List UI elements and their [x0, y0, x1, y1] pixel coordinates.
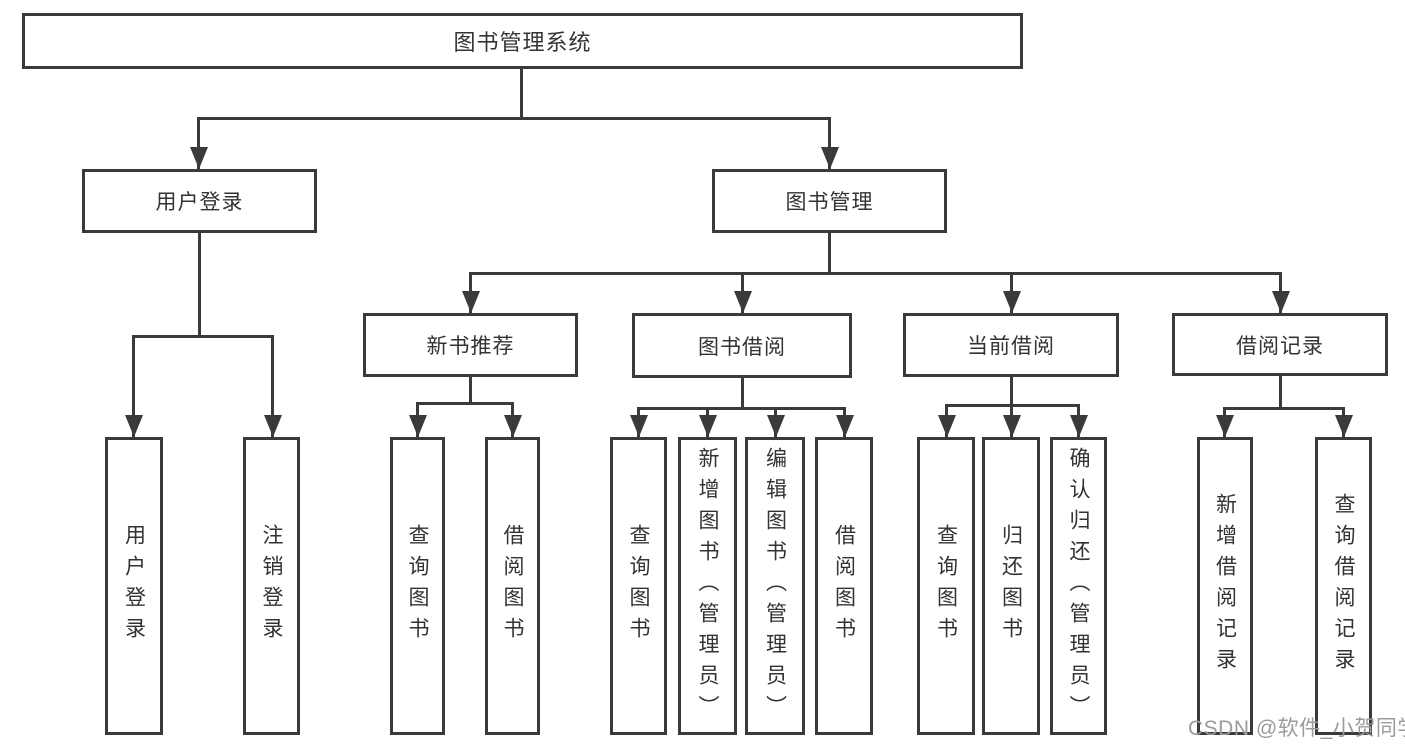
csdn-watermark: CSDN @软件_小贺同学 [1188, 717, 1405, 740]
node-label: 注销登录 [260, 524, 283, 648]
node-label: 当前借阅 [967, 335, 1055, 358]
arrowhead-down-icon [1003, 291, 1021, 313]
node-label: 查询图书 [934, 524, 958, 648]
arrowhead-down-icon [1070, 415, 1088, 437]
node-label: 借阅记录 [1236, 334, 1324, 358]
connector-line [271, 335, 274, 437]
node-borrowing-records: 借阅记录 [1172, 313, 1388, 376]
node-new-book-recommendation: 新书推荐 [363, 313, 578, 377]
leaf-borrow-books-recommendation: 借阅图书 [485, 437, 540, 735]
leaf-query-books-recommendation: 查询图书 [390, 437, 445, 735]
node-label: 借阅图书 [832, 524, 856, 648]
leaf-logout: 注销登录 [243, 437, 300, 735]
connector-line [637, 407, 845, 410]
arrowhead-down-icon [836, 415, 854, 437]
node-label: 确认归还（管理员） [1067, 446, 1090, 726]
node-book-borrowing: 图书借阅 [632, 313, 852, 378]
connector-line [132, 335, 135, 437]
node-label: 查询图书 [627, 524, 650, 648]
connector-line [469, 272, 1281, 275]
leaf-user-login: 用户登录 [105, 437, 163, 735]
arrowhead-down-icon [1335, 415, 1353, 437]
arrowhead-down-icon [125, 415, 143, 437]
arrowhead-down-icon [630, 415, 648, 437]
leaf-query-borrow-record: 查询借阅记录 [1315, 437, 1372, 735]
connector-line [520, 69, 523, 117]
arrowhead-down-icon [1272, 291, 1290, 313]
connector-line [469, 377, 472, 402]
node-label: 用户登录 [122, 524, 146, 648]
connector-line [828, 117, 831, 169]
node-label: 查询借阅记录 [1332, 493, 1355, 679]
arrowhead-down-icon [264, 415, 282, 437]
leaf-query-books-current: 查询图书 [917, 437, 975, 735]
connector-line [828, 233, 831, 272]
arrowhead-down-icon [699, 415, 717, 437]
node-label: 图书管理 [785, 191, 874, 214]
node-book-management: 图书管理 [712, 169, 947, 233]
node-label: 用户登录 [155, 191, 244, 214]
node-label: 借阅图书 [501, 524, 524, 648]
connector-line [198, 233, 201, 335]
leaf-edit-books-admin: 编辑图书（管理员） [745, 437, 805, 735]
connector-line [741, 378, 744, 407]
node-label: 查询图书 [406, 524, 429, 648]
leaf-return-books: 归还图书 [982, 437, 1040, 735]
arrowhead-down-icon [1003, 415, 1021, 437]
connector-line [197, 117, 200, 169]
node-label: 新书推荐 [426, 335, 515, 358]
connector-line [416, 402, 514, 405]
arrowhead-down-icon [1216, 415, 1234, 437]
leaf-add-borrow-record: 新增借阅记录 [1197, 437, 1253, 735]
node-label: 新增借阅记录 [1213, 493, 1237, 679]
node-current-borrowing: 当前借阅 [903, 313, 1119, 377]
node-label: 图书借阅 [698, 335, 786, 359]
connector-line [132, 335, 274, 338]
arrowhead-down-icon [767, 415, 785, 437]
arrowhead-down-icon [462, 291, 480, 313]
leaf-confirm-return-admin: 确认归还（管理员） [1050, 437, 1107, 735]
arrowhead-down-icon [821, 147, 839, 169]
arrowhead-down-icon [190, 147, 208, 169]
node-label: 新增图书（管理员） [696, 446, 719, 726]
leaf-query-books-borrowing: 查询图书 [610, 437, 667, 735]
connector-line [1223, 407, 1344, 410]
connector-line [1010, 377, 1013, 404]
node-label: 图书管理系统 [453, 30, 592, 55]
arrowhead-down-icon [938, 415, 956, 437]
leaf-add-books-admin: 新增图书（管理员） [678, 437, 737, 735]
connector-line [197, 117, 831, 120]
arrowhead-down-icon [734, 291, 752, 313]
leaf-borrow-books: 借阅图书 [815, 437, 873, 735]
arrowhead-down-icon [504, 415, 522, 437]
connector-line [1279, 376, 1282, 407]
node-label: 归还图书 [999, 524, 1023, 648]
node-user-login: 用户登录 [82, 169, 317, 233]
node-label: 编辑图书（管理员） [763, 446, 787, 726]
arrowhead-down-icon [409, 415, 427, 437]
node-library-management-system: 图书管理系统 [22, 13, 1023, 69]
